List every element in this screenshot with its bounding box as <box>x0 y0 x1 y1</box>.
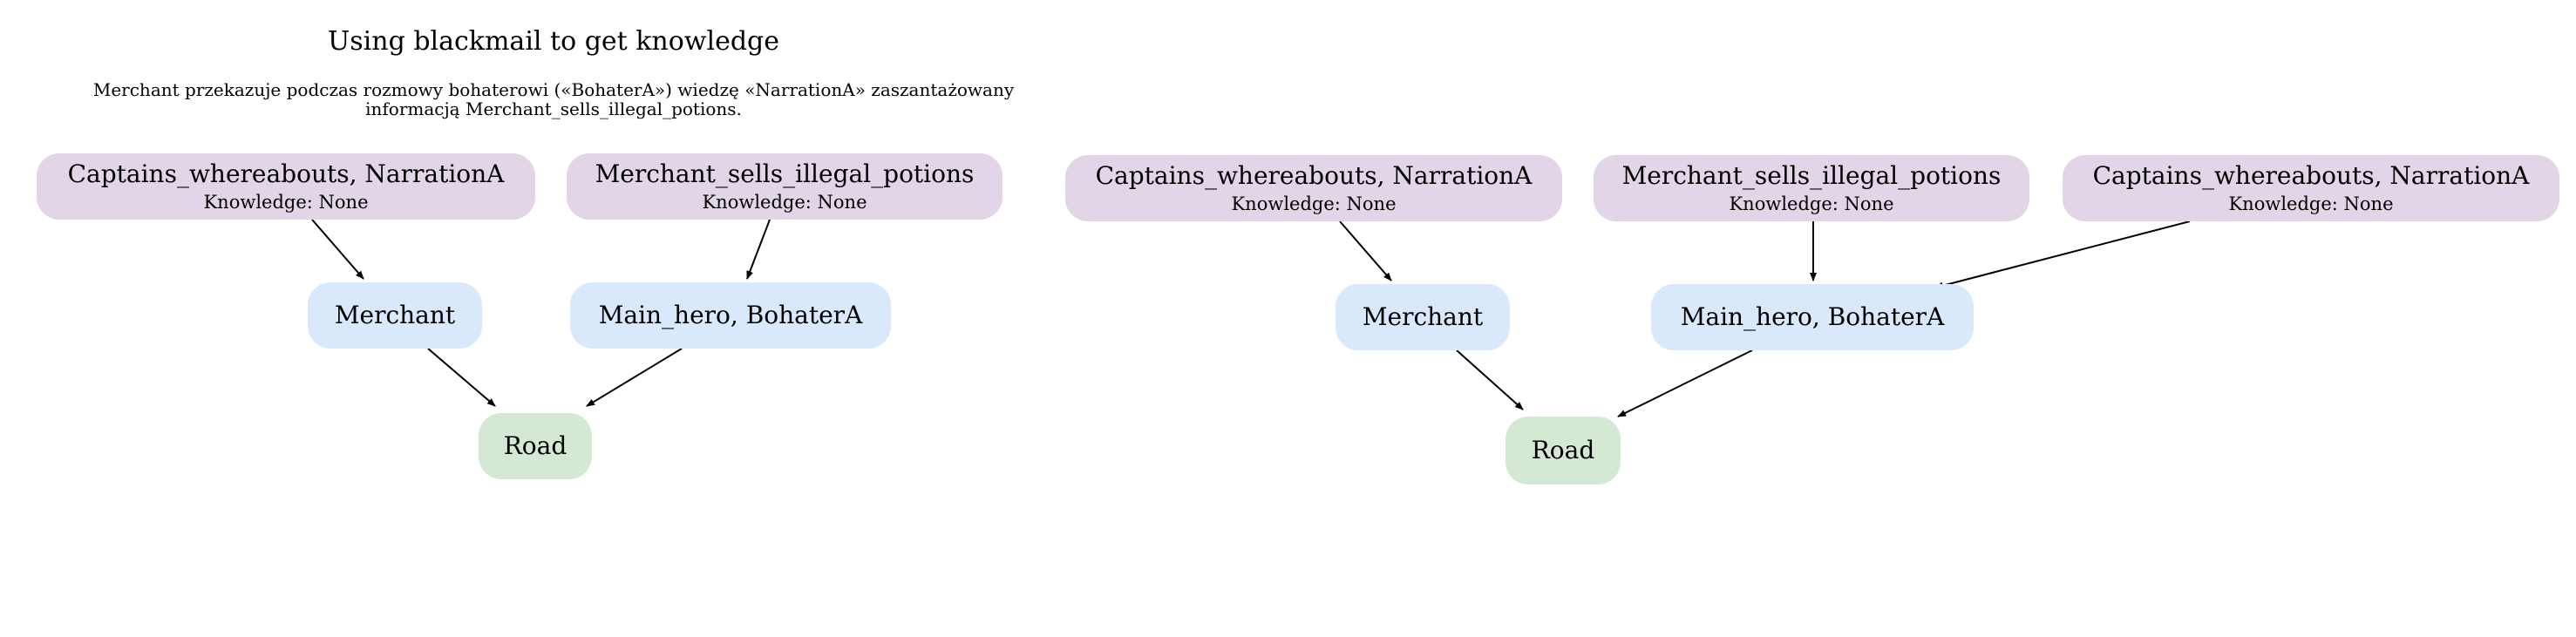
diagram-title: Using blackmail to get knowledge <box>327 26 779 57</box>
node-label: Captains_whereabouts, NarrationA <box>2092 160 2530 190</box>
node-label: Main_hero, BohaterA <box>598 300 863 329</box>
right-location-node-road: Road <box>1505 417 1621 485</box>
left-character-node-main-hero: Main_hero, BohaterA <box>570 282 891 349</box>
node-label: Road <box>1531 435 1595 464</box>
node-sublabel: Knowledge: None <box>203 192 369 213</box>
edge-left-knowledge2-to-mainhero <box>746 219 771 280</box>
right-knowledge-node-captains-whereabouts-2: Captains_whereabouts, NarrationA Knowled… <box>2063 155 2559 221</box>
node-label: Road <box>503 430 568 460</box>
edge-left-mainhero-to-road <box>586 348 683 407</box>
description-line-2: informacją Merchant_sells_illegal_potion… <box>365 98 742 119</box>
node-sublabel: Knowledge: None <box>2228 193 2394 215</box>
edge-right-knowledge3-to-mainhero <box>1934 220 2191 289</box>
edge-left-merchant-to-road <box>427 348 496 407</box>
left-character-node-merchant: Merchant <box>308 282 482 349</box>
node-label: Main_hero, BohaterA <box>1680 302 1945 331</box>
right-knowledge-node-merchant-sells-illegal-potions: Merchant_sells_illegal_potions Knowledge… <box>1594 155 2029 221</box>
right-character-node-main-hero: Main_hero, BohaterA <box>1651 284 1974 350</box>
left-knowledge-node-merchant-sells-illegal-potions: Merchant_sells_illegal_potions Knowledge… <box>567 153 1003 220</box>
edge-right-merchant-to-road <box>1456 349 1524 410</box>
left-knowledge-node-captains-whereabouts: Captains_whereabouts, NarrationA Knowled… <box>37 153 535 220</box>
node-sublabel: Knowledge: None <box>1729 193 1894 215</box>
node-label: Captains_whereabouts, NarrationA <box>67 159 505 188</box>
edge-right-knowledge1-to-merchant <box>1339 220 1392 281</box>
node-label: Merchant_sells_illegal_potions <box>595 159 975 188</box>
node-sublabel: Knowledge: None <box>702 192 867 213</box>
edge-right-mainhero-to-road <box>1617 349 1753 417</box>
description-line-1: Merchant przekazuje podczas rozmowy boha… <box>92 79 1015 100</box>
left-location-node-road: Road <box>479 413 592 479</box>
node-label: Captains_whereabouts, NarrationA <box>1095 160 1533 190</box>
diagram-description: Merchant przekazuje podczas rozmowy boha… <box>0 80 1107 119</box>
node-label: Merchant <box>334 300 456 329</box>
node-sublabel: Knowledge: None <box>1231 193 1397 215</box>
right-knowledge-node-captains-whereabouts-1: Captains_whereabouts, NarrationA Knowled… <box>1065 155 1562 221</box>
right-character-node-merchant: Merchant <box>1336 284 1510 350</box>
edge-left-knowledge1-to-merchant <box>311 219 364 280</box>
node-label: Merchant_sells_illegal_potions <box>1621 160 2002 190</box>
node-label: Merchant <box>1362 302 1484 331</box>
